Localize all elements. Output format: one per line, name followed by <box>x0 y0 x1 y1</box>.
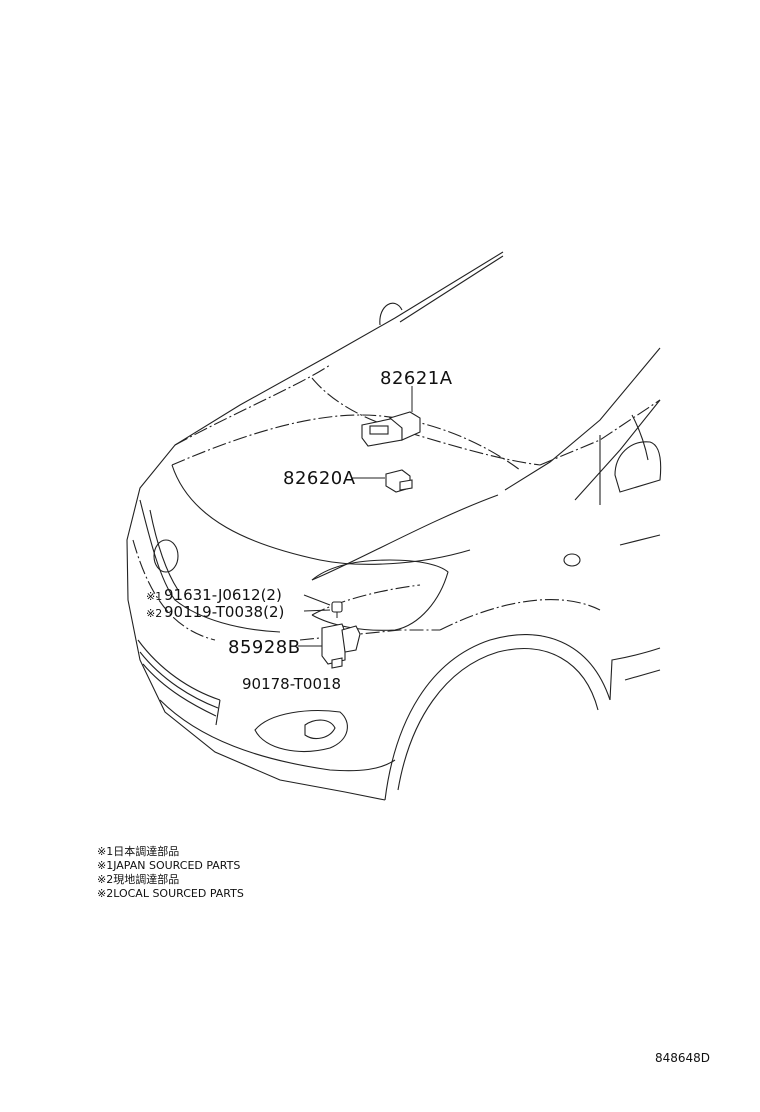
leader-lines <box>298 386 413 647</box>
callout-82621a: 82621A <box>380 368 453 389</box>
legend-line-4: ※2LOCAL SOURCED PARTS <box>97 887 244 900</box>
part-82621a-sketch <box>361 411 421 447</box>
callout-91631: 91631-J0612(2) <box>164 586 282 604</box>
vehicle-front-outline <box>126 251 662 801</box>
callout-82620a: 82620A <box>283 468 356 489</box>
diagram-code: 848648D <box>655 1051 710 1065</box>
callout-90119-mark: ※2 <box>146 607 162 620</box>
callout-91631-mark: ※1 <box>146 590 162 603</box>
part-82620a-sketch <box>385 469 413 493</box>
callout-90178: 90178-T0018 <box>242 675 341 693</box>
legend-line-2: ※1JAPAN SOURCED PARTS <box>97 859 240 872</box>
part-85928b-sketch <box>321 623 361 669</box>
part-90119-clip-sketch <box>331 601 343 618</box>
callout-85928b: 85928B <box>228 637 301 658</box>
legend-line-3: ※2現地調達部品 <box>97 872 179 886</box>
callout-90119: 90119-T0038(2) <box>164 603 284 621</box>
sourcing-legend: ※1日本調達部品 ※1JAPAN SOURCED PARTS ※2現地調達部品 … <box>97 844 244 900</box>
legend-line-1: ※1日本調達部品 <box>97 844 179 858</box>
